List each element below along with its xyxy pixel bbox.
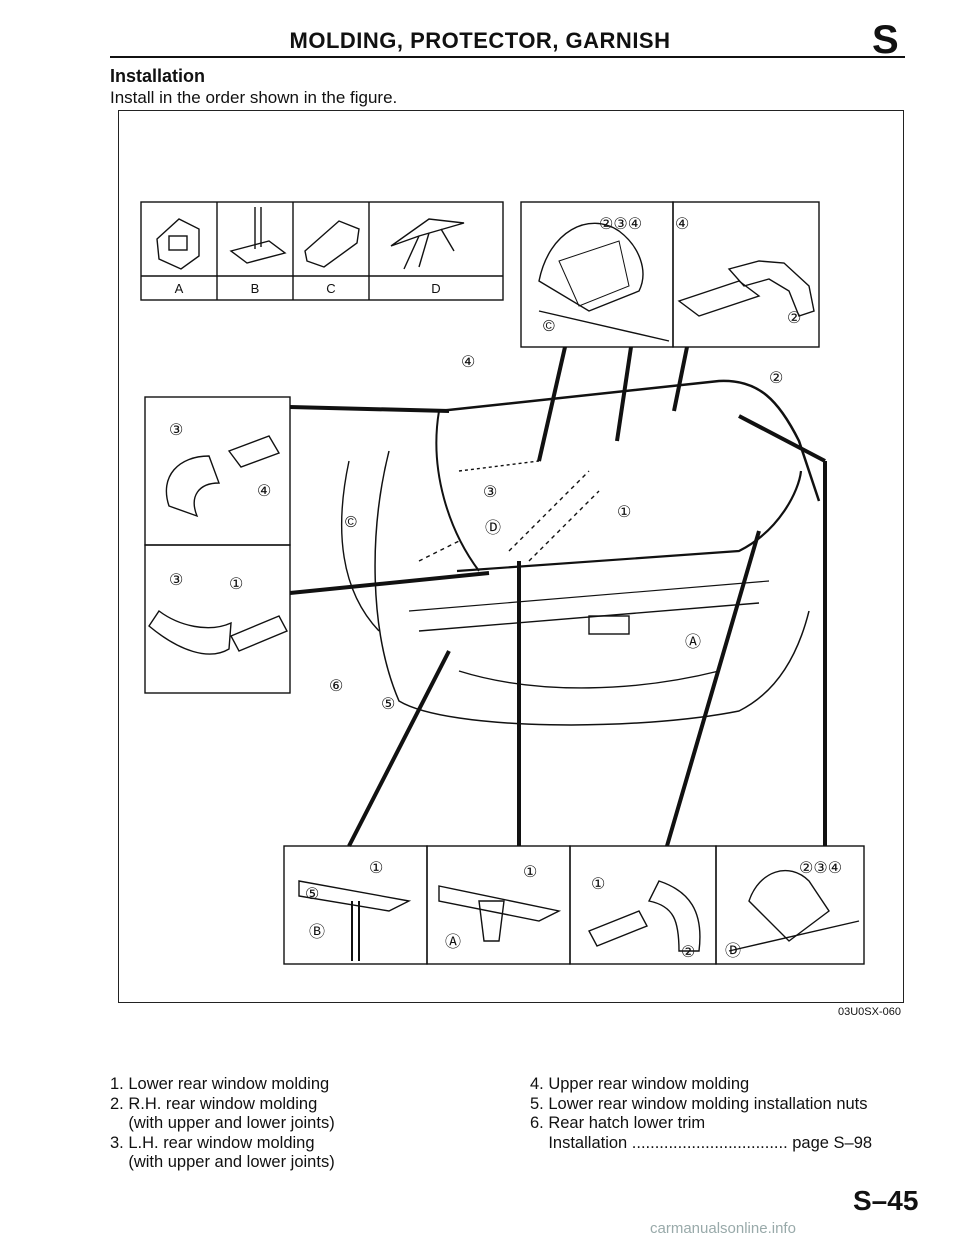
callout: ②③④ <box>599 216 642 233</box>
inset-left-top-box <box>144 396 291 546</box>
header-rule <box>110 56 905 58</box>
callout: Ⓐ <box>445 933 461 951</box>
callout: © <box>543 318 555 335</box>
callout: ③ <box>169 422 183 439</box>
legend-item: 5. Lower rear window molding installatio… <box>530 1094 868 1113</box>
page-number: S–45 <box>853 1185 919 1216</box>
callout: ③ <box>169 572 183 589</box>
callout: ⑤ <box>305 886 319 903</box>
callout: ④ <box>461 354 475 371</box>
clip-table <box>140 201 504 301</box>
callout: ① <box>523 864 537 881</box>
clip-label-c: C <box>326 281 335 296</box>
callout: ④ <box>675 216 689 233</box>
page-header-title: MOLDING, PROTECTOR, GARNISH <box>289 28 671 53</box>
section-instruction: Install in the order shown in the figure… <box>110 88 398 107</box>
callout: Ⓐ <box>685 633 701 651</box>
section-title: Installation <box>110 66 206 86</box>
legend-item: 3. L.H. rear window molding <box>110 1133 315 1152</box>
clip-c-icon <box>304 220 360 268</box>
inset-bottom-4-box <box>715 845 865 965</box>
callout: ②③④ <box>799 860 842 877</box>
figure-code: 03U0SX-060 <box>838 1006 901 1018</box>
installation-figure: A B C D ②③④ ④ © ② ④ ② ③ ④ ③ ① ③ © Ⓓ ① Ⓐ … <box>118 110 904 1003</box>
legend-item: (with upper and lower joints) <box>110 1153 335 1171</box>
callout: ③ <box>483 484 497 501</box>
legend-item-installation-link: Installation ...........................… <box>530 1133 873 1152</box>
clip-label-a: A <box>175 281 184 296</box>
callout: ⑤ <box>381 696 395 713</box>
clip-d-icon <box>390 218 465 247</box>
legend-item: 6. Rear hatch lower trim <box>530 1114 706 1132</box>
callout: ⑥ <box>329 678 343 695</box>
clip-a-icon <box>156 218 200 270</box>
clip-label-b: B <box>251 281 260 296</box>
callout: © <box>345 514 357 531</box>
inset-left-bottom-box <box>144 544 291 694</box>
callout: ② <box>769 370 783 387</box>
callout: Ⓓ <box>725 942 741 960</box>
callout: ① <box>369 860 383 877</box>
watermark: carmanualsonline.info <box>650 1220 796 1237</box>
clip-b-icon <box>229 240 287 264</box>
callout: ② <box>681 944 695 961</box>
callout: ① <box>229 576 243 593</box>
clip-label-d: D <box>431 281 440 296</box>
legend-right: 4. Upper rear window molding 5. Lower re… <box>530 1075 872 1153</box>
callout: ① <box>591 876 605 893</box>
legend-item: 4. Upper rear window molding <box>530 1075 750 1093</box>
section-letter: S <box>872 18 899 62</box>
inset-top-right-box <box>672 201 820 348</box>
callout: ① <box>617 504 631 521</box>
callout: Ⓑ <box>309 923 325 941</box>
callout: ② <box>787 310 801 327</box>
callout: ④ <box>257 483 271 500</box>
figure-drawing: A B C D ②③④ ④ © ② ④ ② ③ ④ ③ ① ③ © Ⓓ ① Ⓐ … <box>140 201 865 965</box>
legend-item: (with upper and lower joints) <box>110 1114 335 1132</box>
legend-left: 1. Lower rear window molding 2. R.H. rea… <box>110 1075 335 1173</box>
legend-item: 2. R.H. rear window molding <box>110 1094 318 1113</box>
legend-item: 1. Lower rear window molding <box>110 1075 330 1093</box>
callout: Ⓓ <box>485 519 501 537</box>
